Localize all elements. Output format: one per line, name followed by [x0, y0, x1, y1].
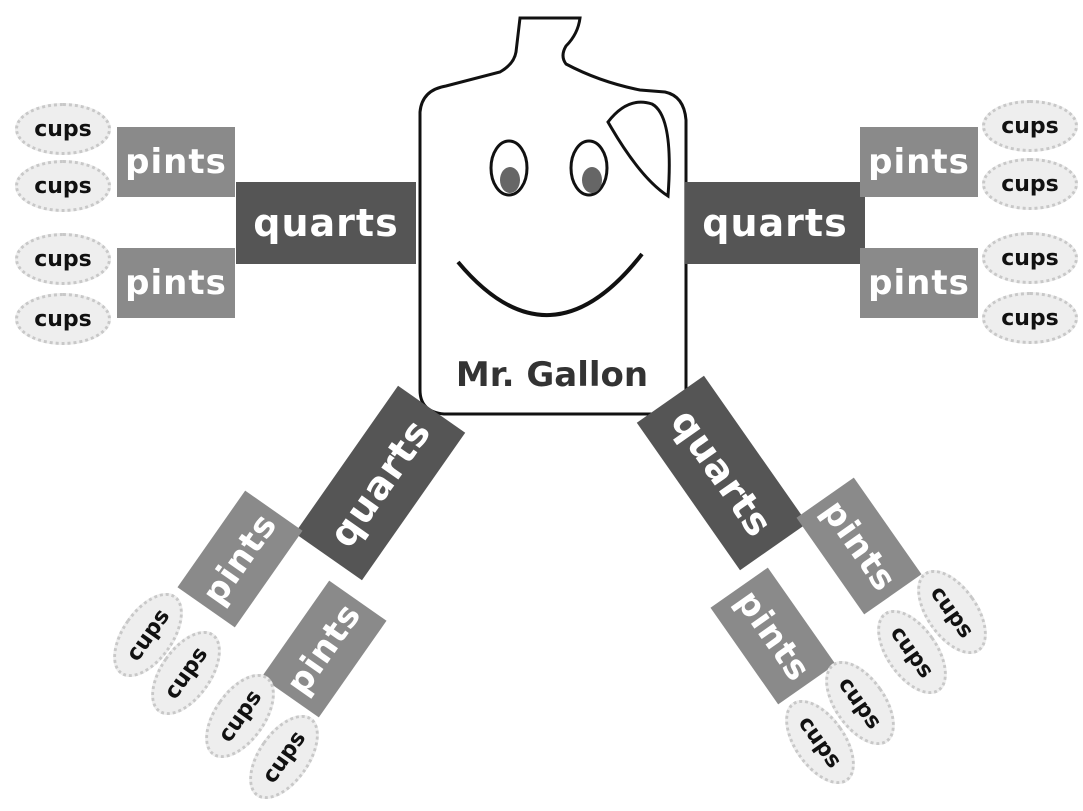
gallon-label: Mr. Gallon: [455, 355, 649, 395]
cups-oval: cups: [15, 233, 111, 285]
quarts-box: quarts: [236, 182, 416, 264]
pints-box: pints: [860, 127, 978, 197]
pints-box: pints: [860, 248, 978, 318]
cups-oval: cups: [982, 100, 1078, 152]
pints-box: pints: [117, 127, 235, 197]
quarts-box: quarts: [685, 182, 865, 264]
cups-oval: cups: [15, 103, 111, 155]
cups-oval: cups: [982, 232, 1078, 284]
smile: [456, 252, 644, 318]
cups-oval: cups: [15, 160, 111, 212]
right-pupil: [582, 167, 602, 193]
left-pupil: [500, 167, 520, 193]
cups-oval: cups: [982, 158, 1078, 210]
cups-oval: cups: [15, 293, 111, 345]
cups-oval: cups: [982, 292, 1078, 344]
jug-handle-icon: [606, 100, 671, 199]
pints-box: pints: [117, 248, 235, 318]
